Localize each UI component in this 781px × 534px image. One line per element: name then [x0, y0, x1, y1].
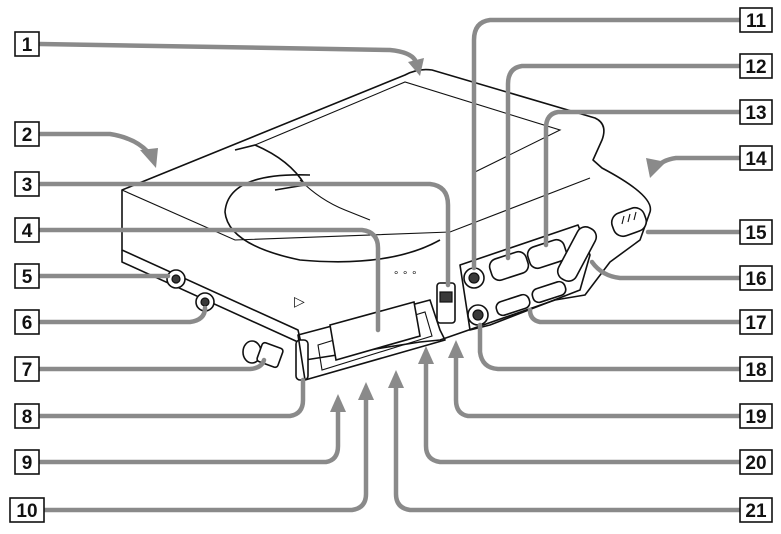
control-panel	[459, 224, 591, 331]
leader-12	[505, 63, 743, 261]
svg-text:20: 20	[745, 453, 766, 474]
svg-text:16: 16	[745, 269, 766, 290]
leader-10	[37, 397, 369, 513]
arrow-1	[408, 58, 424, 76]
callout-13: 13	[739, 99, 773, 125]
leader-8	[37, 377, 306, 419]
leader-14	[653, 155, 743, 171]
leader-4	[37, 227, 381, 333]
arrow-20	[418, 346, 434, 364]
arrow-2	[140, 148, 158, 168]
svg-text:1: 1	[22, 35, 33, 56]
callout-3: 3	[14, 171, 40, 197]
svg-text:7: 7	[22, 360, 33, 381]
slide-knob-3	[439, 291, 453, 303]
volume-plus-17	[531, 280, 567, 304]
leader-17	[527, 307, 743, 325]
callout-11: 11	[739, 7, 773, 33]
callouts-right: 11 12 13 14 15 16 17 18	[739, 7, 773, 523]
callout-5: 5	[14, 263, 40, 289]
svg-text:11: 11	[746, 11, 767, 32]
leader-13	[543, 109, 743, 248]
callout-16: 16	[739, 265, 773, 291]
device-illustration: ∘ ∘ ∘ ▷	[121, 68, 652, 381]
svg-text:8: 8	[22, 407, 33, 428]
leader-20	[423, 359, 743, 465]
jack-5-inner	[171, 274, 181, 284]
svg-text:14: 14	[745, 149, 767, 170]
arrow-9	[330, 394, 346, 412]
svg-text:18: 18	[745, 360, 766, 381]
callout-7: 7	[14, 356, 40, 382]
leader-1	[37, 41, 418, 63]
svg-text:5: 5	[22, 267, 33, 288]
svg-text:6: 6	[22, 313, 33, 334]
arrow-21	[388, 370, 404, 388]
jack-6-inner	[200, 297, 210, 307]
arrow-10	[358, 382, 374, 400]
callout-14: 14	[739, 145, 773, 171]
leader-18	[477, 322, 743, 372]
callout-1: 1	[14, 31, 40, 57]
svg-text:17: 17	[745, 313, 766, 334]
leader-21	[393, 383, 743, 513]
leader-16	[589, 259, 743, 281]
leader-9	[37, 407, 341, 465]
svg-text:21: 21	[745, 501, 767, 522]
open-switch-ribs	[621, 211, 637, 225]
callout-15: 15	[739, 219, 773, 245]
svg-text:15: 15	[745, 223, 767, 244]
callout-10: 10	[9, 497, 45, 523]
callout-17: 17	[739, 309, 773, 335]
leader-2	[37, 131, 151, 155]
leader-19	[453, 353, 743, 419]
lid-seam	[121, 177, 591, 241]
volume-minus-17	[495, 293, 531, 317]
callout-18: 18	[739, 356, 773, 382]
leader-11	[471, 17, 743, 271]
button-11-center	[468, 272, 480, 284]
svg-text:10: 10	[16, 501, 37, 522]
lcd-display-4	[329, 300, 421, 362]
svg-text:3: 3	[22, 175, 33, 196]
callout-19: 19	[739, 403, 773, 429]
leader-lines	[37, 17, 743, 513]
button-12	[488, 250, 530, 282]
leader-6	[37, 305, 208, 325]
svg-text:12: 12	[745, 57, 766, 78]
leader-7	[37, 357, 267, 372]
svg-text:9: 9	[22, 453, 33, 474]
leader-3	[37, 181, 451, 288]
button-18-center	[472, 309, 484, 321]
lid-panel	[254, 81, 562, 173]
callout-4: 4	[14, 217, 40, 243]
button-13	[526, 238, 568, 270]
lid-triangle: ▷	[294, 294, 305, 310]
open-switch-15	[610, 206, 648, 238]
disc-window	[224, 174, 441, 263]
slide-switch-3	[436, 282, 456, 324]
svg-text:2: 2	[22, 125, 33, 146]
callout-20: 20	[739, 449, 773, 475]
callout-21: 21	[739, 497, 773, 523]
callout-9: 9	[14, 449, 40, 475]
callout-12: 12	[739, 53, 773, 79]
callouts-left: 1 2 3 4 5 6 7 8	[9, 31, 45, 523]
callout-2: 2	[14, 121, 40, 147]
svg-text:13: 13	[745, 103, 766, 124]
callout-8: 8	[14, 403, 40, 429]
device-top-face	[121, 68, 652, 361]
lid-dots: ∘ ∘ ∘	[393, 268, 417, 279]
jog-lever-16	[556, 226, 598, 282]
svg-text:4: 4	[22, 221, 33, 242]
callout-6: 6	[14, 309, 40, 335]
svg-text:19: 19	[745, 407, 766, 428]
arrow-14	[646, 158, 666, 178]
arrow-19	[448, 340, 464, 358]
